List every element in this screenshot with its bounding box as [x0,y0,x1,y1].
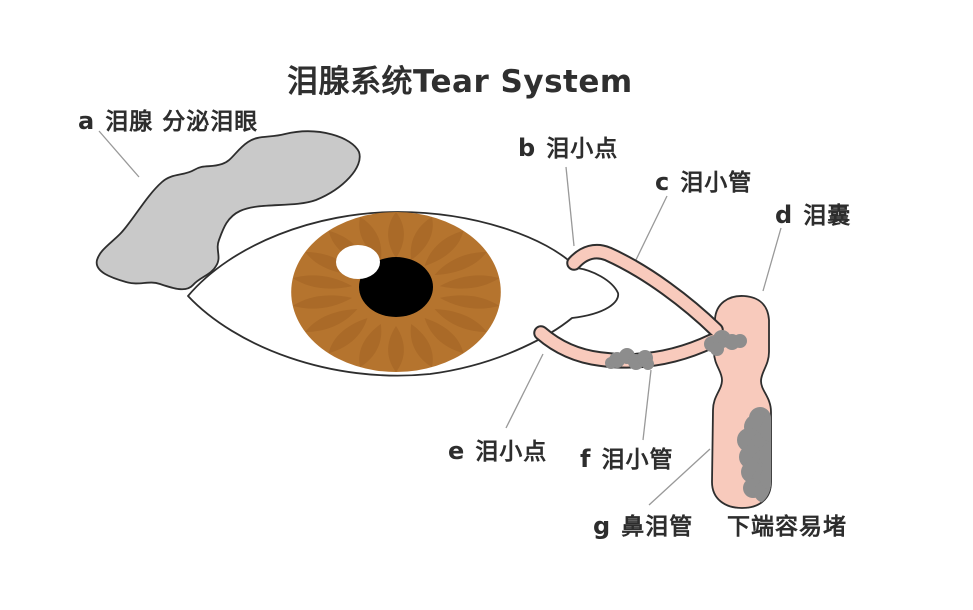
iris-group [291,212,501,372]
lower-canaliculus [535,327,718,367]
label-lacrimal-gland: a 泪腺 分泌泪眼 [78,102,258,136]
label-text-a: 泪腺 分泌泪眼 [105,109,259,135]
label-text-c: 泪小管 [680,170,753,196]
page-title: 泪腺系统Tear System [287,64,633,100]
canaliculi-cores [535,246,722,367]
upper-canaliculus [568,246,722,336]
label-text-e: 泪小点 [475,439,548,465]
leader-line-e [505,353,544,429]
blockage-lower-canaliculus [605,348,654,370]
note-easily-blocked: 下端容易堵 [727,514,847,540]
label-lacrimal-sac: d 泪囊 [775,196,851,230]
leader-lines [98,130,782,506]
label-letter-a: a [78,107,95,135]
leader-line-f [642,369,652,441]
label-text-g: 鼻泪管 [621,514,694,540]
leader-line-b [565,166,575,247]
leader-line-d [762,227,782,292]
label-lower-canaliculus: f 泪小管 [580,440,673,474]
lacrimal-gland [95,130,361,291]
label-nasolacrimal-duct: g 鼻泪管 [593,507,693,541]
label-letter-g: g [593,512,611,540]
leader-line-g [648,448,711,506]
leader-line-c [632,195,668,267]
label-text-b: 泪小点 [546,136,619,162]
blockage-nasolacrimal-duct [737,407,771,503]
lacrimal-gland-shape [95,130,361,291]
label-upper-canaliculus: c 泪小管 [655,163,752,197]
leader-line-a [98,130,140,178]
label-letter-f: f [580,445,591,473]
label-letter-b: b [518,134,536,162]
label-letter-d: d [775,201,793,229]
pupil-highlight [336,245,380,279]
label-lower-punctum: e 泪小点 [448,432,547,466]
label-upper-punctum: b 泪小点 [518,129,618,163]
label-text-d: 泪囊 [803,203,852,229]
blockage-sac-junction [704,330,747,356]
label-letter-c: c [655,168,670,196]
label-letter-e: e [448,437,465,465]
pupil [359,257,433,317]
label-text-f: 泪小管 [601,447,674,473]
